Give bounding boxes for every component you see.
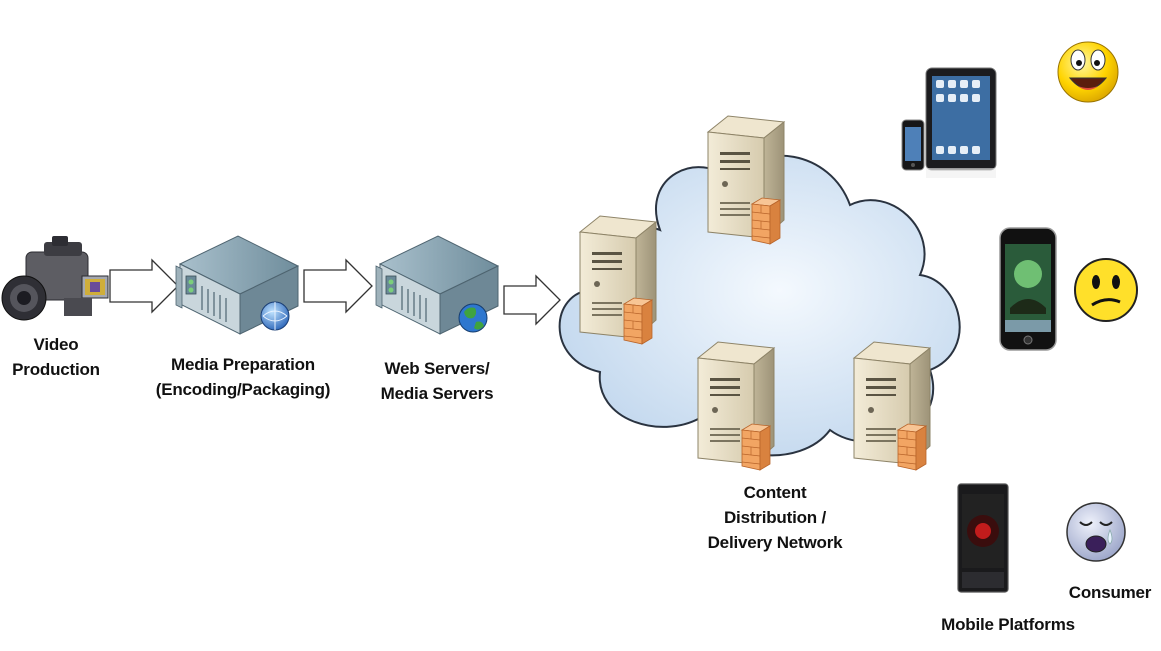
ipad-icon bbox=[925, 67, 997, 178]
flow-arrow bbox=[303, 258, 373, 314]
cdn-server-icon bbox=[707, 115, 785, 245]
flow-arrow bbox=[503, 274, 561, 326]
iphone-small-icon bbox=[901, 119, 925, 171]
label-consumer: Consumer bbox=[1068, 583, 1152, 602]
label-video-production: Video Production bbox=[12, 335, 100, 379]
neutral-face-icon bbox=[1074, 258, 1138, 322]
happy-face-icon bbox=[1057, 41, 1119, 103]
label-mobile-platforms: Mobile Platforms bbox=[941, 615, 1075, 634]
flow-arrow bbox=[109, 258, 179, 314]
camcorder-icon bbox=[1, 236, 109, 321]
encoding-server-icon bbox=[175, 235, 299, 335]
web-server-icon bbox=[375, 235, 499, 335]
label-web-servers: Web Servers/ Media Servers bbox=[380, 359, 494, 403]
iphone-icon bbox=[999, 227, 1057, 351]
label-cdn: Content Distribution / Delivery Network bbox=[707, 483, 843, 552]
cdn-server-icon bbox=[697, 341, 775, 471]
cdn-server-icon bbox=[579, 215, 657, 345]
cdn-server-icon bbox=[853, 341, 931, 471]
android-phone-icon bbox=[957, 483, 1009, 593]
crying-face-icon bbox=[1066, 502, 1126, 562]
label-media-preparation: Media Preparation (Encoding/Packaging) bbox=[155, 355, 331, 399]
